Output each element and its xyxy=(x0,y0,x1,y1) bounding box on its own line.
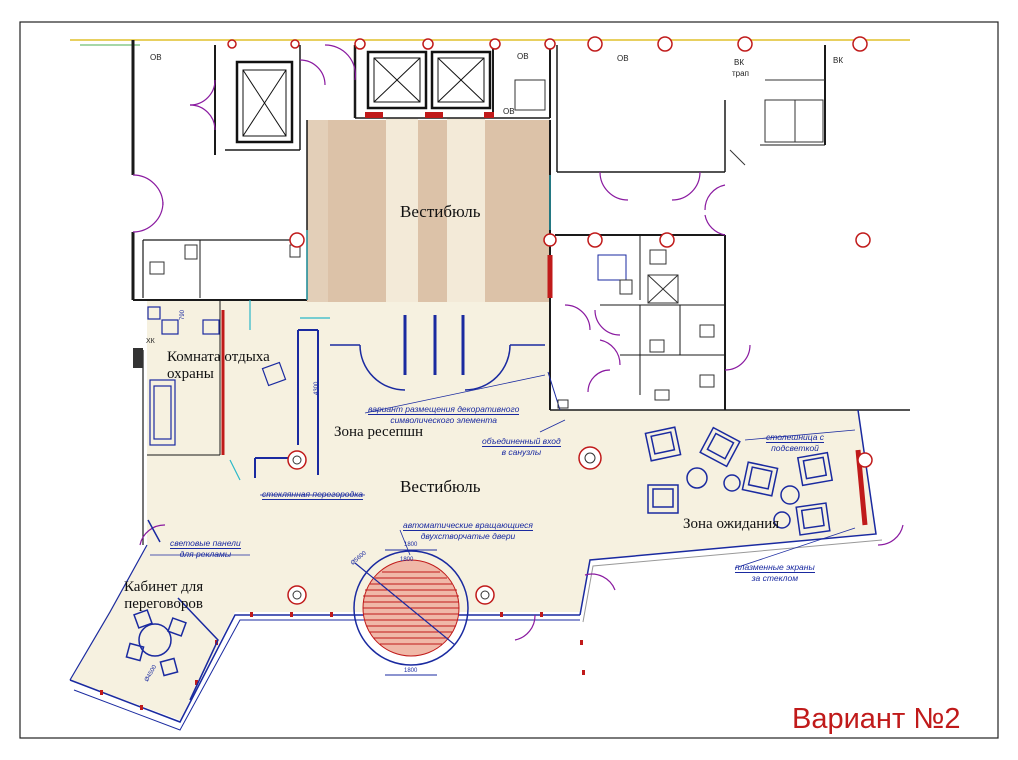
note-doors-line1: автоматические вращающиеся xyxy=(403,520,533,531)
tag-xk: ХК xyxy=(146,338,155,345)
elevator-center-2 xyxy=(430,50,492,110)
note-plasma-screens: плазменные экраны за стеклом xyxy=(735,562,815,583)
elevator-center-1 xyxy=(366,50,428,110)
note-plasma-line1: плазменные экраны xyxy=(735,562,815,573)
leader-lines xyxy=(150,374,856,569)
meeting-furniture xyxy=(125,519,219,701)
dim-790: 790 xyxy=(180,309,186,320)
tag-vk-2: ВК xyxy=(833,56,843,65)
label-meeting-room: Кабинет для переговоров xyxy=(124,579,203,613)
note-combined-entrance: объединенный вход в санузлы xyxy=(482,436,561,457)
label-meeting-line1: Кабинет для xyxy=(124,579,204,595)
reception-desk xyxy=(254,329,319,478)
note-light-line2: для рекламы xyxy=(179,549,232,559)
runner-1 xyxy=(386,118,418,302)
note-glass-line1: стеклянная перегородка xyxy=(262,489,363,500)
waiting-armchairs xyxy=(644,426,834,536)
runner-2 xyxy=(447,118,485,302)
label-guard-room-line1: Комната отдыха xyxy=(167,349,270,365)
note-entrance-line2: в санузлы xyxy=(501,447,542,457)
upper-vestibule-floor xyxy=(307,120,550,302)
label-guard-room-line2: охраны xyxy=(167,366,214,382)
drawing-frame xyxy=(19,21,999,739)
sanitary-fixtures xyxy=(149,79,715,409)
door-swings xyxy=(132,44,904,641)
label-waiting: Зона ожидания xyxy=(683,516,780,532)
note-plasma-line2: за стеклом xyxy=(751,573,799,583)
dim-1800-top: 1800 xyxy=(404,542,418,548)
note-countertop: столешница с подсветкой xyxy=(766,432,825,453)
tag-ov-2: ОВ xyxy=(517,52,529,61)
tag-trap: трап xyxy=(732,69,749,78)
glass-partitions xyxy=(229,175,551,481)
dim-1800-mid: 1800 xyxy=(400,557,414,563)
tag-ov-4: ОВ xyxy=(617,54,629,63)
label-guard-room: Комната отдыха охраны xyxy=(167,349,270,383)
dim-1800-bottom: 1800 xyxy=(404,668,418,674)
elevator-left xyxy=(235,60,294,144)
note-decor-line1: вариант размещения декоративного xyxy=(368,404,520,415)
tag-ov-3: ОВ xyxy=(503,107,515,116)
note-countertop-line1: столешница с xyxy=(766,432,825,443)
inner-entrance xyxy=(330,315,561,411)
revolving-door xyxy=(353,549,469,676)
note-decor-element: вариант размещения декоративного символи… xyxy=(368,404,520,425)
note-glass-partition: стеклянная перегородка xyxy=(262,489,363,500)
label-reception: Зона ресепшн xyxy=(334,424,424,440)
guard-room-furniture xyxy=(147,306,220,446)
note-light-panels: световые панели для рекламы xyxy=(170,538,241,559)
runner-3 xyxy=(308,120,328,302)
label-vestibule-top: Вестибюль xyxy=(400,202,481,221)
tag-vk-1: ВК xyxy=(734,58,744,67)
main-lobby-floor xyxy=(70,300,876,720)
walls xyxy=(131,40,910,545)
dim-4300: 4300 xyxy=(314,381,320,395)
note-countertop-line2: подсветкой xyxy=(771,443,819,453)
label-vestibule-main: Вестибюль xyxy=(400,477,481,496)
note-decor-line2: символического элемента xyxy=(390,415,497,425)
tag-ov-1: ОВ xyxy=(150,53,162,62)
note-light-line1: световые панели xyxy=(170,538,241,549)
shaft-right xyxy=(729,79,825,166)
note-revolving-doors: автоматические вращающиеся двухстворчаты… xyxy=(403,520,533,541)
variant-title: Вариант №2 xyxy=(792,703,961,735)
label-meeting-line2: переговоров xyxy=(124,596,203,612)
column-cores xyxy=(292,452,596,600)
note-doors-line2: двухстворчатые двери xyxy=(420,531,516,541)
columns xyxy=(227,36,873,605)
note-entrance-line1: объединенный вход xyxy=(482,436,561,447)
